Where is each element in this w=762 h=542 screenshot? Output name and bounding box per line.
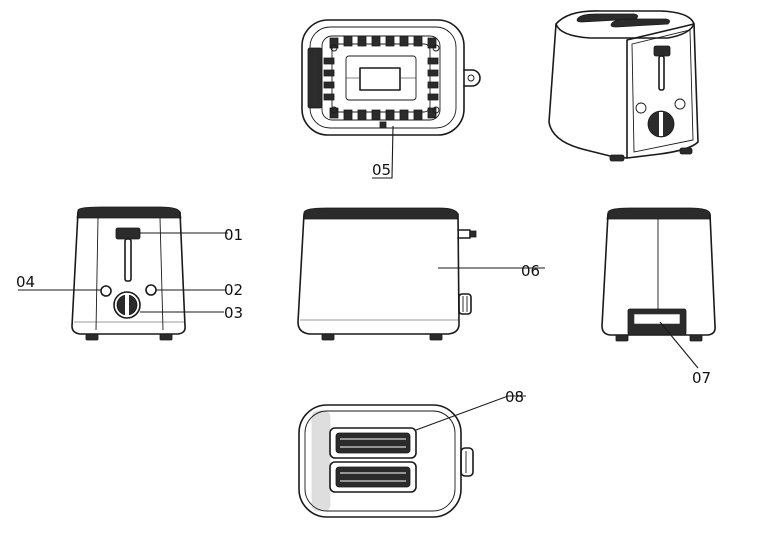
side-view: 06 bbox=[297, 207, 545, 341]
front-view: 01 02 03 04 bbox=[16, 206, 243, 341]
callout-05: 05 bbox=[372, 161, 391, 179]
bottom-left-vents bbox=[307, 47, 323, 109]
leader-05 bbox=[372, 125, 394, 179]
cord-hook bbox=[463, 69, 481, 87]
perspective-view bbox=[548, 10, 699, 162]
callout-06: 06 bbox=[521, 262, 540, 280]
callout-08: 08 bbox=[505, 388, 524, 406]
bottom-ribs bbox=[321, 35, 441, 129]
bottom-view: 05 bbox=[301, 19, 481, 179]
callout-03: 03 bbox=[224, 304, 243, 322]
callout-04: 04 bbox=[16, 273, 35, 291]
leader-08 bbox=[415, 395, 526, 431]
callout-07: 07 bbox=[692, 369, 711, 387]
callout-01: 01 bbox=[224, 226, 243, 244]
back-view: 07 bbox=[601, 207, 716, 387]
bread-slots bbox=[329, 427, 417, 493]
callout-02: 02 bbox=[224, 281, 243, 299]
crumb-tray bbox=[627, 308, 687, 336]
top-view: 08 bbox=[298, 388, 526, 518]
leader-07 bbox=[659, 321, 699, 369]
